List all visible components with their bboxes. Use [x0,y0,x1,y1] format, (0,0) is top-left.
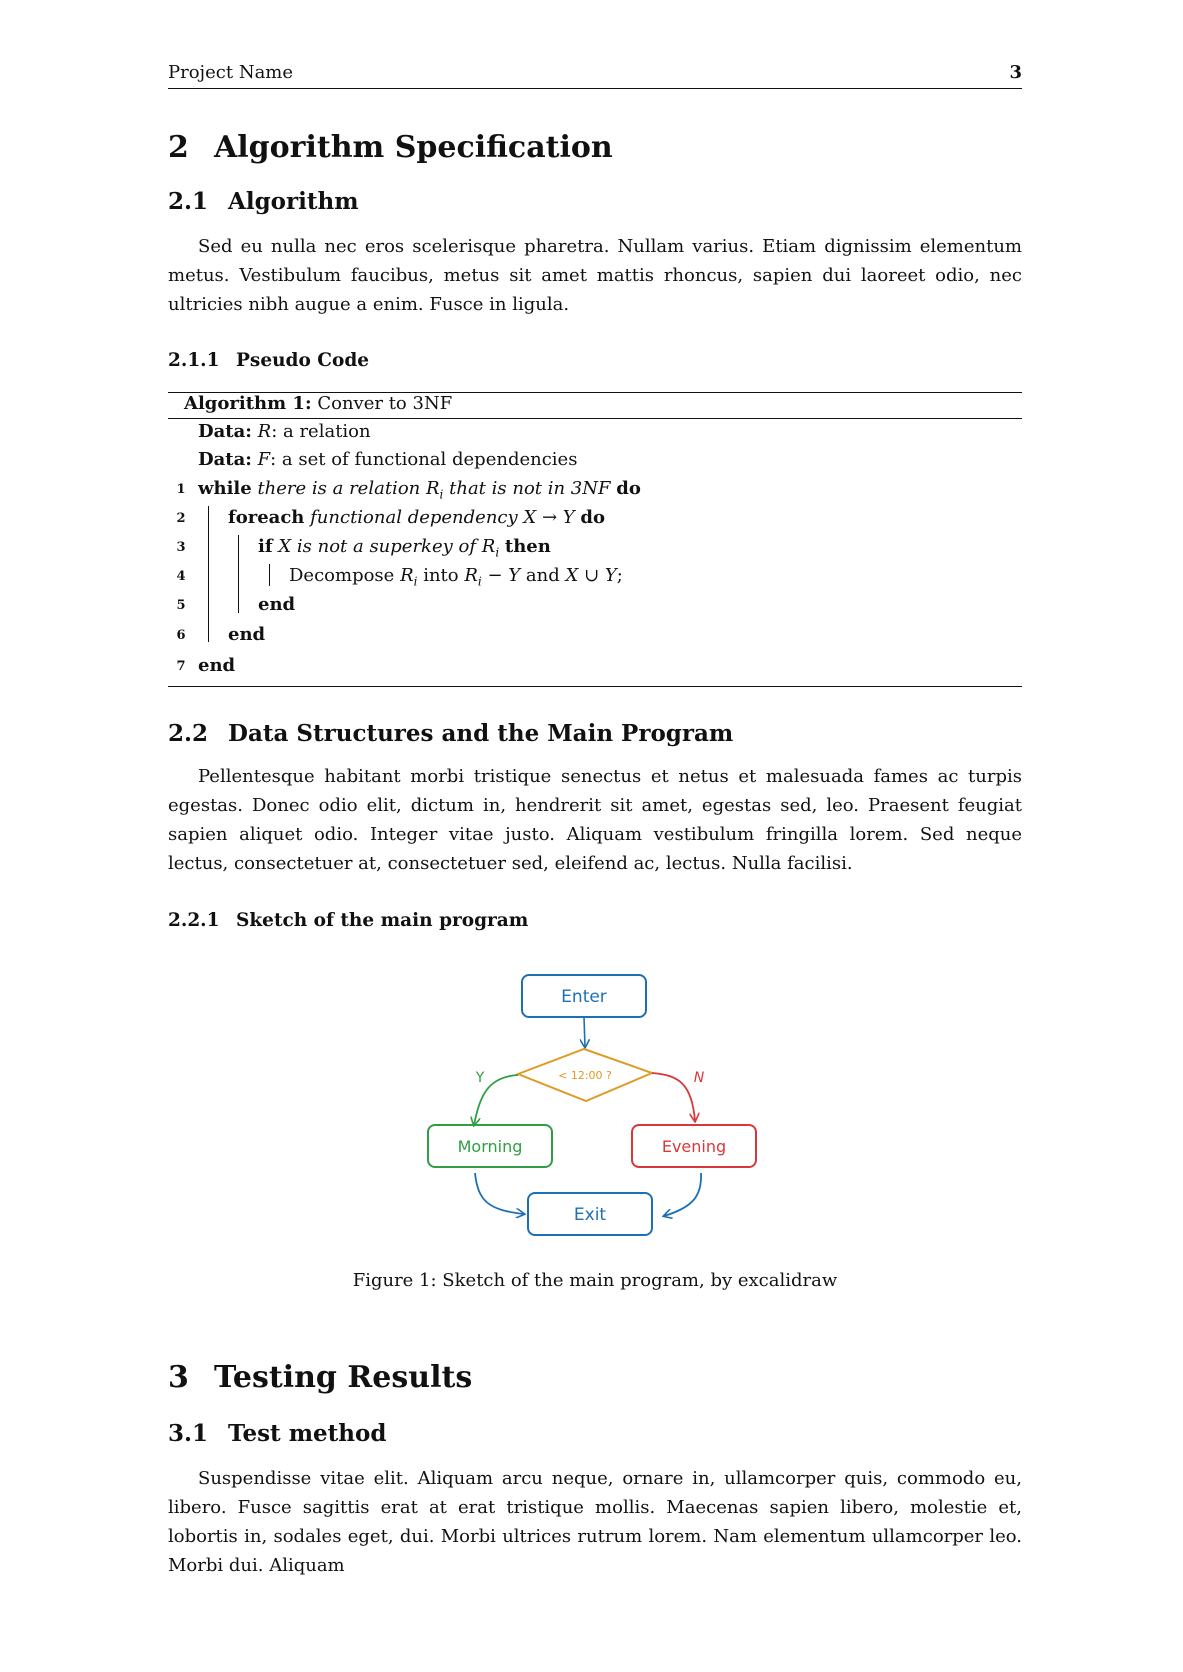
var-x: X [278,536,292,557]
algorithm-mid-rule [168,418,1022,419]
section-number: 3 [168,1360,189,1395]
keyword-do: do [580,507,605,528]
decision-label: < 12:00 ? [558,1069,612,1082]
running-header: Project Name 3 [168,62,1022,89]
line-number: 5 [176,598,186,613]
section-heading: 3 Testing Results [168,1360,472,1395]
decompose-and: and [525,565,560,586]
data-keyword: Data: [198,449,252,470]
subsection-number: 2.2 [168,720,209,747]
section-number: 2 [168,130,189,165]
decompose-text: Decompose [289,565,395,586]
var-r: R [257,421,272,442]
difference-expr: Ri − Y [464,565,521,589]
flow-node-decision: < 12:00 ? [515,1047,655,1103]
decompose-into: into [423,565,459,586]
line-number: 6 [176,628,186,643]
subsubsection-heading: 2.1.1 Pseudo Code [168,350,369,371]
evening-label: Evening [662,1137,726,1156]
paragraph: Pellentesque habitant morbi tristique se… [168,766,1022,874]
arrow-evening-to-exit [664,1172,702,1216]
arrow-morning-to-exit [474,1172,524,1214]
while-condition: there is a relation [257,478,421,499]
algorithm-line-end-while: end [198,655,236,676]
subsubsection-number: 2.1.1 [168,350,220,371]
subsection-heading: 3.1 Test method [168,1420,386,1447]
var-ri: Ri [400,565,418,589]
algorithm-bottom-rule [168,686,1022,687]
subsection-title: Algorithm [228,188,359,215]
semicolon: ; [616,565,623,586]
algorithm-line-end-foreach: end [228,624,266,645]
algorithm-top-rule [168,392,1022,393]
keyword-while: while [198,478,252,499]
subsubsection-heading: 2.2.1 Sketch of the main program [168,910,528,931]
while-block-bar [208,506,209,642]
line-number: 3 [176,540,186,555]
algorithm-line-end-if: end [258,594,296,615]
paragraph: Sed eu nulla nec eros scelerisque pharet… [168,236,1022,315]
var-f: F [257,449,271,470]
section-title: Testing Results [214,1360,473,1395]
algorithm-line-while: while there is a relation Ri that is not… [198,478,641,502]
exit-label: Exit [574,1205,607,1225]
keyword-foreach: foreach [228,507,305,528]
flow-node-exit: Exit [527,1192,653,1236]
var-ri: Ri [481,536,500,560]
arrow-yes-branch [474,1074,519,1125]
keyword-do: do [616,478,641,499]
subsection-number: 3.1 [168,1420,209,1447]
union-expr: X ∪ Y [565,565,617,586]
data-description: : a relation [271,421,371,442]
while-condition-end: that is not in 3NF [449,478,611,499]
var-ri: Ri [425,478,444,502]
keyword-if: if [258,536,273,557]
no-label: N [694,1070,705,1086]
arrow-enter-to-decision [584,1016,585,1047]
foreach-condition: functional dependency [310,507,518,528]
dependency-expr: X → Y [523,507,575,528]
if-condition: is not a superkey of [296,536,477,557]
subsection-title: Data Structures and the Main Program [228,720,734,747]
keyword-then: then [504,536,551,557]
algorithm-caption: Algorithm 1: Conver to 3NF [184,393,452,414]
project-name: Project Name [168,62,294,83]
line-number: 4 [176,569,186,584]
algorithm-line-if: if X is not a superkey of Ri then [258,536,551,560]
subsection-heading: 2.2 Data Structures and the Main Program [168,720,733,747]
foreach-block-bar [238,535,239,613]
algorithm-data-line: Data: R: a relation [198,421,371,442]
line-number: 2 [176,511,186,526]
line-number: 1 [176,482,186,497]
arrow-no-branch [651,1072,695,1121]
paragraph: Suspendisse vitae elit. Aliquam arcu neq… [168,1468,1022,1576]
section-heading: 2 Algorithm Specification [168,130,613,165]
algorithm-label: Algorithm 1: [184,393,312,414]
yes-label: Y [475,1070,485,1086]
section-title: Algorithm Specification [214,130,613,165]
algorithm-line-decompose: Decompose Ri into Ri − Y and X ∪ Y; [289,565,623,589]
enter-label: Enter [561,987,607,1007]
if-block-bar [269,564,270,586]
subsection-heading: 2.1 Algorithm [168,188,359,215]
flow-node-morning: Morning [427,1124,553,1168]
data-description: : a set of functional dependencies [270,449,578,470]
data-keyword: Data: [198,421,252,442]
algorithm-line-foreach: foreach functional dependency X → Y do [228,507,605,528]
algorithm-data-line: Data: F: a set of functional dependencie… [198,449,577,470]
flow-node-evening: Evening [631,1124,757,1168]
subsection-title: Test method [228,1420,387,1447]
algorithm-title: Conver to 3NF [317,393,453,414]
line-number: 7 [176,659,186,674]
figure-caption: Figure 1: Sketch of the main program, by… [352,1270,838,1291]
subsubsection-title: Pseudo Code [236,350,370,371]
flow-node-enter: Enter [521,974,647,1018]
subsubsection-number: 2.2.1 [168,910,220,931]
subsubsection-title: Sketch of the main program [236,910,529,931]
algorithm-block: Algorithm 1: Conver to 3NF Data: R: a re… [168,392,1022,687]
morning-label: Morning [458,1137,523,1156]
page-number: 3 [1009,62,1022,83]
subsection-number: 2.1 [168,188,209,215]
flowchart-figure: Enter < 12:00 ? Y N Morning Evening [427,974,757,1236]
